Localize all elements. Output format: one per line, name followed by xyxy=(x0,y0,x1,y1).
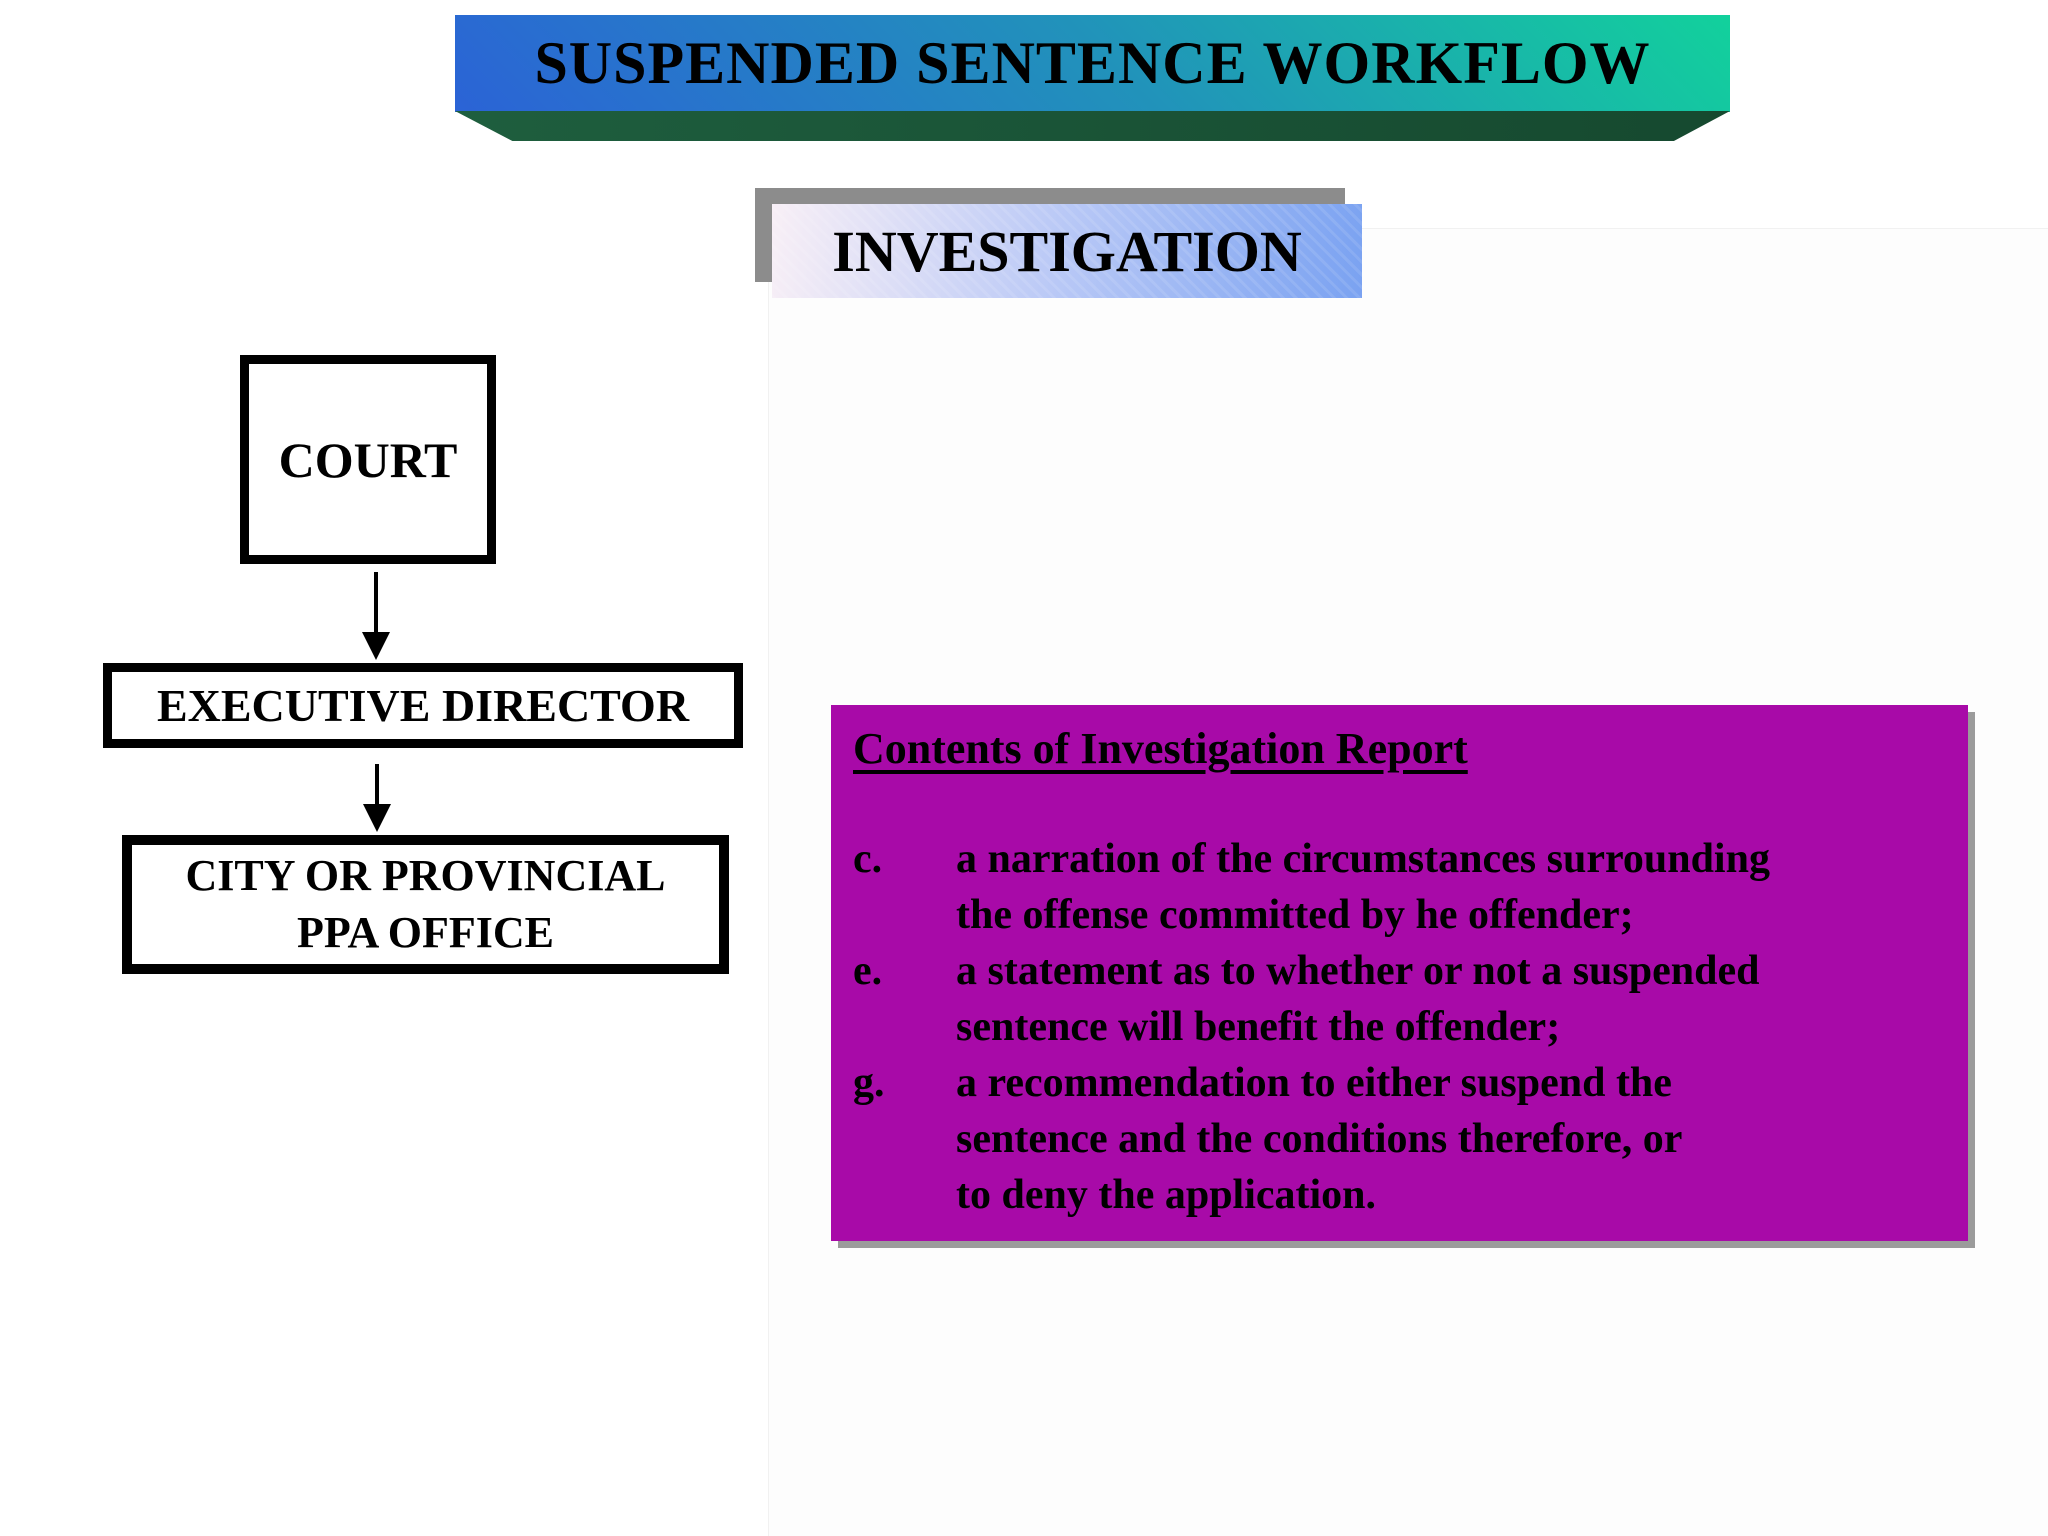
report-item-label: e. xyxy=(853,948,883,994)
report-item-line: sentence will benefit the offender; xyxy=(956,1004,1561,1050)
title-banner-text: SUSPENDED SENTENCE WORKFLOW xyxy=(534,30,1651,96)
report-item-line: a statement as to whether or not a suspe… xyxy=(956,948,1760,994)
flow-node-court: COURT xyxy=(240,355,496,564)
report-item-line: the offense committed by he offender; xyxy=(956,892,1634,938)
flow-arrow-down-1 xyxy=(362,572,390,662)
report-item-text: a statement as to whether or not a suspe… xyxy=(956,943,1950,1055)
report-item-line: sentence and the conditions therefore, o… xyxy=(956,1116,1683,1162)
flow-node-city-label-line-2: PPA OFFICE xyxy=(296,907,555,957)
flow-node-city-or-provincial-ppa-office: CITY OR PROVINCIAL PPA OFFICE xyxy=(122,835,729,974)
report-item-text: a recommendation to either suspend the s… xyxy=(956,1055,1950,1223)
report-item-text: a narration of the circumstances surroun… xyxy=(956,831,1950,943)
report-item-e: e. a statement as to whether or not a su… xyxy=(853,943,1950,1055)
subtitle-text: INVESTIGATION xyxy=(832,218,1302,284)
flow-arrow-down-2 xyxy=(363,764,391,832)
flow-node-city-label-line-1: CITY OR PROVINCIAL xyxy=(185,851,666,901)
title-banner: SUSPENDED SENTENCE WORKFLOW xyxy=(455,15,1730,112)
report-item-line: a narration of the circumstances surroun… xyxy=(956,836,1770,882)
report-item-g: g. a recommendation to either suspend th… xyxy=(853,1055,1950,1223)
subtitle-box: INVESTIGATION xyxy=(772,204,1362,298)
report-item-label: g. xyxy=(853,1060,885,1106)
arrow-shaft xyxy=(374,572,378,634)
report-title: Contents of Investigation Report xyxy=(853,724,1468,773)
report-item-line: a recommendation to either suspend the xyxy=(956,1060,1672,1106)
report-item-c: c. a narration of the circumstances surr… xyxy=(853,831,1950,943)
arrow-shaft xyxy=(375,764,379,806)
flow-node-court-label: COURT xyxy=(278,431,458,488)
flow-node-executive-director: EXECUTIVE DIRECTOR xyxy=(103,663,743,748)
arrow-head-icon xyxy=(363,804,391,832)
title-banner-3d-side xyxy=(455,111,1730,141)
investigation-report-panel: Contents of Investigation Report c. a na… xyxy=(831,705,1968,1241)
arrow-head-icon xyxy=(362,632,390,660)
report-item-label: c. xyxy=(853,836,883,882)
flow-node-executive-director-label: EXECUTIVE DIRECTOR xyxy=(156,680,690,731)
report-item-line: to deny the application. xyxy=(956,1172,1377,1218)
